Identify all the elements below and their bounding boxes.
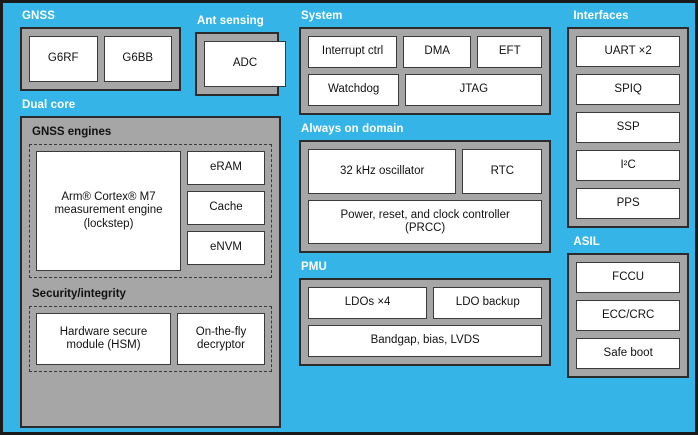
dashed-container-gnss-engines: Arm® Cortex® M7 measurement engine (lock…: [29, 144, 272, 278]
group-body-dual-core: GNSS engines Arm® Cortex® M7 measurement…: [20, 116, 281, 428]
group-gnss: GNSS G6RF G6BB: [8, 7, 183, 96]
group-title-dual-core: Dual core: [22, 99, 76, 111]
group-body-interfaces: UART ×2 SPIQ SSP I²C PPS: [567, 27, 689, 228]
block-ldo-backup[interactable]: LDO backup: [433, 287, 543, 319]
block-adc[interactable]: ADC: [204, 41, 286, 87]
block-uart[interactable]: UART ×2: [576, 36, 680, 67]
middle-column: System Interrupt ctrl DMA EFT Watchdog J…: [287, 7, 553, 428]
gnss-cell-row: G6RF G6BB: [29, 36, 173, 82]
pmu-row-1: LDOs ×4 LDO backup: [308, 287, 543, 319]
group-title-always-on-domain: Always on domain: [301, 123, 404, 135]
group-pmu: PMU LDOs ×4 LDO backup Bandgap, bias, LV…: [287, 258, 553, 366]
group-dual-core: Dual core GNSS engines Arm® Cortex® M7 m…: [8, 96, 281, 428]
subsection-security-integrity: Security/integrity Hardware secure modul…: [29, 287, 272, 372]
block-eram[interactable]: eRAM: [187, 151, 265, 185]
block-jtag[interactable]: JTAG: [405, 74, 543, 106]
block-envm[interactable]: eNVM: [187, 231, 265, 265]
group-title-system: System: [301, 10, 343, 22]
top-groups-row: GNSS G6RF G6BB Ant sensing ADC: [8, 7, 286, 96]
block-safe-boot[interactable]: Safe boot: [576, 338, 680, 369]
group-system: System Interrupt ctrl DMA EFT Watchdog J…: [287, 7, 553, 115]
group-asil: ASIL FCCU ECC/CRC Safe boot: [559, 233, 691, 378]
pmu-row-2: Bandgap, bias, LVDS: [308, 325, 543, 357]
group-title-gnss: GNSS: [22, 10, 55, 22]
system-row-1: Interrupt ctrl DMA EFT: [308, 36, 543, 68]
block-rtc[interactable]: RTC: [462, 149, 543, 194]
block-pps[interactable]: PPS: [576, 188, 680, 219]
group-title-ant-sensing: Ant sensing: [197, 15, 264, 27]
block-i2c[interactable]: I²C: [576, 150, 680, 181]
block-fccu[interactable]: FCCU: [576, 262, 680, 293]
block-prcc[interactable]: Power, reset, and clock controller (PRCC…: [308, 200, 543, 244]
group-title-asil: ASIL: [573, 236, 600, 248]
block-spiq[interactable]: SPIQ: [576, 74, 680, 105]
block-eft[interactable]: EFT: [477, 36, 543, 68]
group-body-always-on-domain: 32 kHz oscillator RTC Power, reset, and …: [299, 140, 552, 253]
block-g6rf[interactable]: G6RF: [29, 36, 98, 82]
group-body-gnss: G6RF G6BB: [20, 27, 181, 91]
subsection-title-security-integrity: Security/integrity: [32, 288, 126, 300]
block-cache[interactable]: Cache: [187, 191, 265, 225]
gnss-engine-memory-column: eRAM Cache eNVM: [187, 151, 265, 271]
group-always-on-domain: Always on domain 32 kHz oscillator RTC P…: [287, 120, 553, 253]
aod-row-2: Power, reset, and clock controller (PRCC…: [308, 200, 543, 244]
group-body-asil: FCCU ECC/CRC Safe boot: [567, 253, 689, 378]
group-ant-sensing: Ant sensing ADC: [183, 12, 286, 96]
block-ecc-crc[interactable]: ECC/CRC: [576, 300, 680, 331]
block-dma[interactable]: DMA: [403, 36, 472, 68]
block-on-the-fly-decryptor[interactable]: On-the-fly decryptor: [177, 313, 265, 365]
group-interfaces: Interfaces UART ×2 SPIQ SSP I²C PPS: [559, 7, 691, 228]
block-32khz-oscillator[interactable]: 32 kHz oscillator: [308, 149, 457, 194]
block-cortex-m7-measurement-engine[interactable]: Arm® Cortex® M7 measurement engine (lock…: [36, 151, 181, 271]
subsection-gnss-engines: GNSS engines Arm® Cortex® M7 measurement…: [29, 125, 272, 278]
block-g6bb[interactable]: G6BB: [103, 36, 173, 82]
group-body-pmu: LDOs ×4 LDO backup Bandgap, bias, LVDS: [299, 278, 552, 366]
block-ssp[interactable]: SSP: [576, 112, 680, 143]
gnss-engine-main-wrap: Arm® Cortex® M7 measurement engine (lock…: [36, 151, 181, 271]
aod-row-1: 32 kHz oscillator RTC: [308, 149, 543, 194]
group-title-pmu: PMU: [301, 261, 327, 273]
left-column: GNSS G6RF G6BB Ant sensing ADC Dual core: [8, 7, 286, 428]
block-bandgap-bias-lvds[interactable]: Bandgap, bias, LVDS: [308, 325, 543, 357]
block-watchdog[interactable]: Watchdog: [308, 74, 400, 106]
block-hardware-secure-module[interactable]: Hardware secure module (HSM): [36, 313, 171, 365]
group-title-interfaces: Interfaces: [573, 10, 629, 22]
group-body-system: Interrupt ctrl DMA EFT Watchdog JTAG: [299, 27, 552, 115]
group-body-ant-sensing: ADC: [195, 32, 286, 96]
right-column: Interfaces UART ×2 SPIQ SSP I²C PPS ASIL…: [559, 7, 691, 428]
dashed-container-security-integrity: Hardware secure module (HSM) On-the-fly …: [29, 306, 272, 372]
system-row-2: Watchdog JTAG: [308, 74, 543, 106]
block-interrupt-ctrl[interactable]: Interrupt ctrl: [308, 36, 398, 68]
block-ldos[interactable]: LDOs ×4: [308, 287, 428, 319]
subsection-title-gnss-engines: GNSS engines: [32, 126, 112, 138]
